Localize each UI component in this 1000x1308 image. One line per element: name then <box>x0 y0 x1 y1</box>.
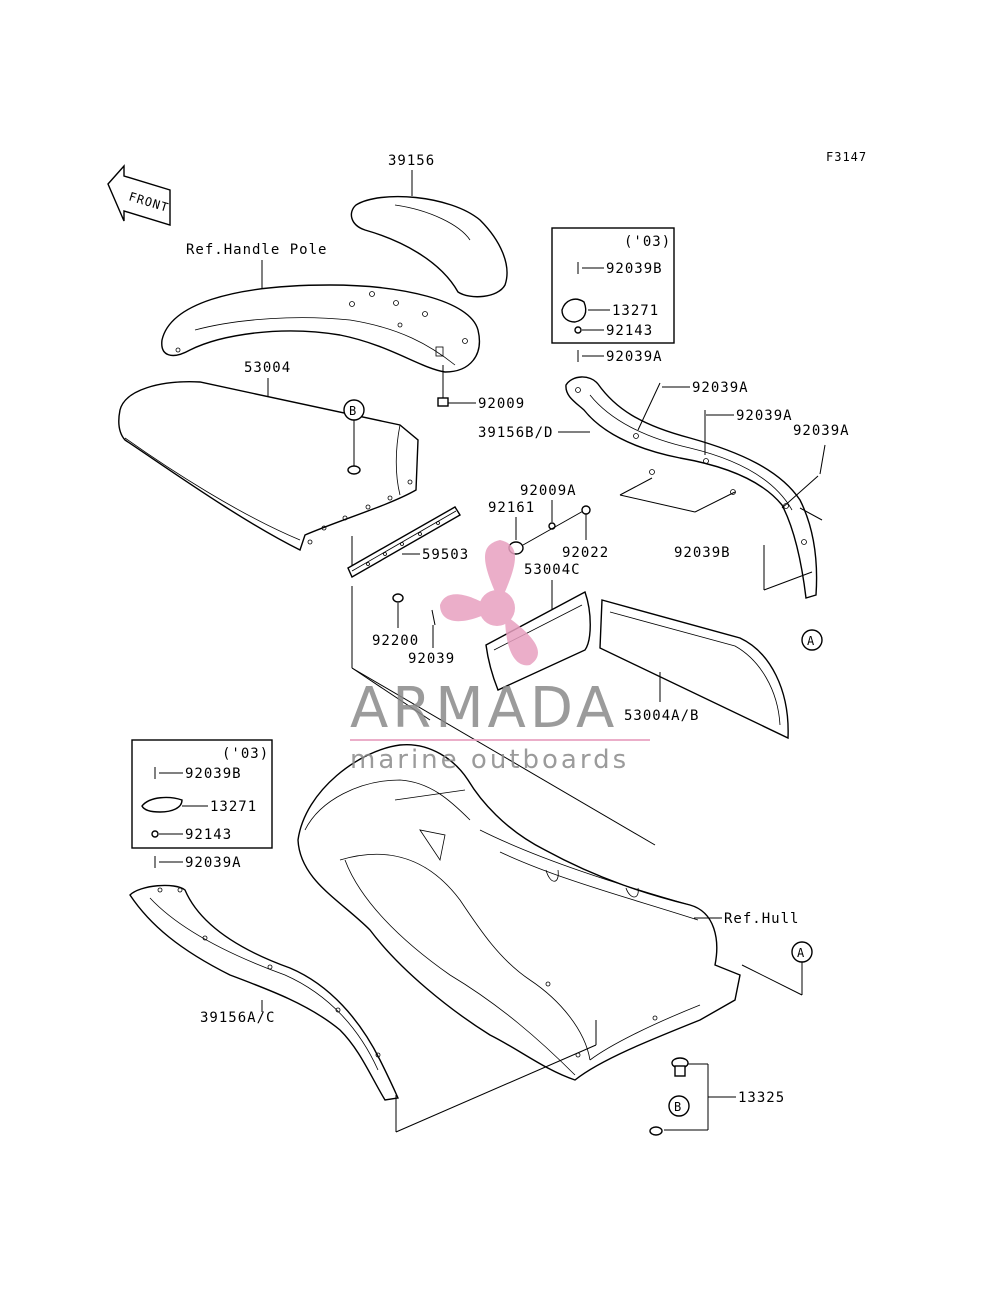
part-label-53004: 53004 <box>244 360 291 376</box>
part-label-92039A-left: 92039A <box>185 855 242 871</box>
part-label-59503: 59503 <box>422 547 469 563</box>
mat-53004C: 53004C <box>485 562 591 691</box>
armada-watermark: ARMADA marine outboards <box>350 540 650 775</box>
svg-text:B: B <box>349 404 357 418</box>
year-box-upper-title: ('03) <box>624 234 671 250</box>
drain-plug-13325: B 13325 <box>649 1057 785 1136</box>
strip-59503: 59503 <box>347 506 469 578</box>
mat-53004: 53004 <box>118 360 419 551</box>
bolt-92009: 92009 <box>437 365 525 412</box>
year-box-lower-item-2: 92143 <box>185 827 232 843</box>
part-label-39156: 39156 <box>388 153 435 169</box>
year-box-lower-item-1: 13271 <box>210 799 257 815</box>
callout-b-lower: B <box>674 1100 682 1114</box>
part-label-53004C: 53004C <box>524 562 581 578</box>
year-box-lower-title: ('03) <box>222 746 269 762</box>
svg-text:A: A <box>797 946 805 960</box>
callout-b-upper: B <box>343 399 365 475</box>
screw-92039B: 92039B <box>674 545 813 591</box>
part-label-92009A: 92009A <box>520 483 577 499</box>
screw-92039A-left: 92039A <box>154 855 242 871</box>
front-arrow-icon: FRONT <box>107 164 171 226</box>
part-label-39156BD: 39156B/D <box>478 425 553 441</box>
part-label-92022: 92022 <box>562 545 609 561</box>
watermark-tagline: marine outboards <box>350 745 629 775</box>
watermark-brand: ARMADA <box>350 676 618 741</box>
part-label-92009: 92009 <box>478 396 525 412</box>
year-box-upper-item-2: 92143 <box>606 323 653 339</box>
part-label-92161: 92161 <box>488 500 535 516</box>
rail-39156AC: 39156A/C <box>129 884 597 1133</box>
part-label-92039A-4: 92039A <box>793 423 850 439</box>
year-box-upper: ('03) 92039B 13271 92143 <box>551 227 675 344</box>
mat-53004AB: 53004A/B <box>599 599 789 740</box>
figure-code: F3147 <box>826 150 867 164</box>
part-label-92039A-3: 92039A <box>736 408 793 424</box>
rail-39156BD: 39156B/D <box>478 376 818 599</box>
year-box-lower: ('03) 92039B 13271 92143 <box>131 739 273 849</box>
screw-92039: 92039 <box>408 609 455 667</box>
seat-cover-39156: 39156 <box>350 153 508 298</box>
year-box-lower-item-0: 92039B <box>185 766 242 782</box>
svg-text:A: A <box>807 634 815 648</box>
fastener-group: 92009A 92161 92022 <box>488 483 609 561</box>
part-label-92200: 92200 <box>372 633 419 649</box>
year-box-upper-item-0: 92039B <box>606 261 663 277</box>
callout-a-upper: A <box>801 629 823 651</box>
part-label-53004AB: 53004A/B <box>624 708 699 724</box>
part-label-92039B: 92039B <box>674 545 731 561</box>
screw-92039A-top: 92039A <box>577 349 663 365</box>
callout-a-lower: A <box>741 941 813 996</box>
washer-92200: 92200 <box>372 593 419 649</box>
part-label-92039A-top: 92039A <box>606 349 663 365</box>
ref-handle-pole-label: Ref.Handle Pole <box>186 242 327 258</box>
screws-92039A: 92039A 92039A 92039A <box>619 380 850 521</box>
handle-pole-cover <box>161 284 480 373</box>
ref-hull-label: Ref.Hull <box>724 911 799 927</box>
part-label-39156AC: 39156A/C <box>200 1010 275 1026</box>
part-label-92039: 92039 <box>408 651 455 667</box>
hull: Ref.Hull <box>297 744 799 1081</box>
year-box-upper-item-1: 13271 <box>612 303 659 319</box>
part-label-13325: 13325 <box>738 1090 785 1106</box>
propeller-logo-icon <box>440 540 538 666</box>
part-label-92039A-2: 92039A <box>692 380 749 396</box>
